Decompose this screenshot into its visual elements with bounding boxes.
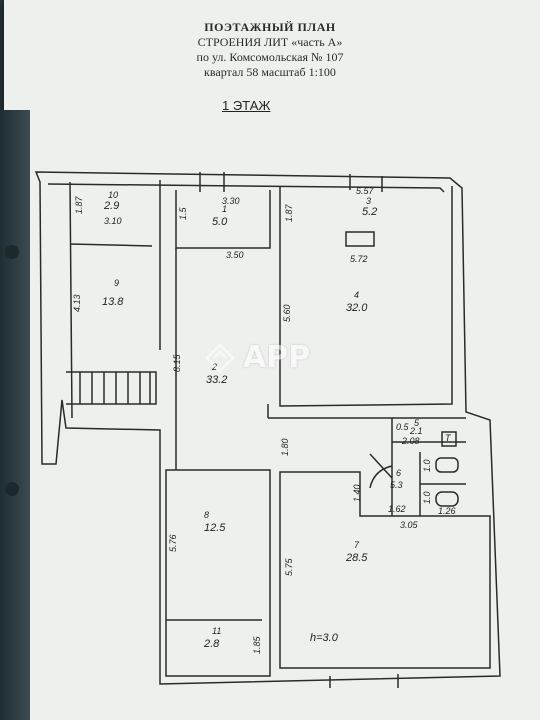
room-number: 10 (108, 190, 119, 200)
room-number: 1 (222, 204, 228, 214)
dimension: 1.0 (422, 491, 432, 504)
toilet (435, 491, 459, 507)
binder-hole (5, 245, 19, 259)
inner-outer-wall (47, 183, 445, 193)
floor-label: 1 ЭТАЖ (222, 98, 271, 113)
dimension: 5.75 (284, 558, 294, 576)
dimension: 5.57 (356, 186, 374, 196)
stair (66, 371, 157, 405)
wall-room-1 (175, 190, 271, 249)
room-number: 7 (354, 540, 360, 550)
wall-room-10 (69, 180, 161, 419)
dimension: 5.76 (168, 534, 178, 552)
wall-corridor (175, 248, 384, 470)
dimension: 3.10 (104, 216, 122, 226)
room-number: 9 (114, 278, 120, 288)
dimension: 5.72 (350, 254, 368, 264)
room-number: 4 (354, 290, 360, 300)
room-area: 13.8 (102, 296, 124, 308)
wall-room-8 (165, 469, 271, 677)
dimension: 4.13 (72, 294, 82, 312)
room-area: 33.2 (206, 374, 228, 386)
room-number: 11 (212, 626, 222, 636)
document-title: ПОЭТАЖНЫЙ ПЛАН (204, 20, 336, 34)
room-area: 5.2 (362, 206, 378, 218)
address-line: по ул. Комсомольская № 107 (196, 50, 344, 64)
dimension: 3.05 (400, 520, 418, 530)
sink (435, 457, 459, 473)
dimension: 1.26 (438, 506, 456, 516)
photo-background-edge (0, 110, 30, 720)
room-area: 12.5 (204, 522, 226, 534)
dimension: 1.80 (280, 438, 290, 456)
room-area: 28.5 (346, 552, 368, 564)
dimension: 3.50 (226, 250, 244, 260)
dimension: 1.40 (352, 484, 362, 502)
dimension: 1.5 (178, 207, 188, 220)
building-line: СТРОЕНИЯ ЛИТ «часть А» (197, 35, 343, 49)
dimension: 1.0 (422, 459, 432, 472)
room-number: 3 (366, 196, 372, 206)
dimension: 8.15 (172, 354, 182, 372)
dimension: 1.62 (388, 504, 406, 514)
stair-steps (79, 372, 151, 404)
room-area: 2.9 (104, 200, 120, 212)
window-marks (199, 172, 399, 688)
wall-room-7 (279, 471, 491, 669)
wall-bath (384, 417, 466, 516)
dimension: 1.87 (284, 204, 294, 222)
room-area: 2.1 (410, 426, 423, 436)
quarter-scale-line: квартал 58 масштаб 1:100 (204, 65, 336, 79)
dimension: 1.87 (74, 196, 84, 214)
room-number: 8 (204, 510, 210, 520)
binder-hole (5, 482, 19, 496)
room-area: 32.0 (346, 302, 368, 314)
door-swing (369, 453, 393, 489)
outer-wall (34, 171, 501, 685)
dimension: 1.85 (252, 636, 262, 654)
watermark: APP (205, 340, 310, 375)
wall-room-4 (279, 186, 453, 407)
watermark-logo-icon (205, 342, 235, 373)
counter (345, 231, 375, 247)
wc-symbol: T (445, 433, 451, 443)
ceiling-height: h=3.0 (310, 632, 338, 644)
room-number: 5 (414, 418, 420, 428)
dimension: 3.30 (222, 196, 240, 206)
room-area: 5.0 (212, 216, 228, 228)
watermark-text: APP (243, 340, 311, 375)
document-header: ПОЭТАЖНЫЙ ПЛАН СТРОЕНИЯ ЛИТ «часть А» по… (150, 20, 390, 80)
wc-box (441, 431, 457, 447)
dimension: 5.60 (282, 304, 292, 322)
dimension: 2.08 (402, 436, 420, 446)
plan-sheet (4, 0, 540, 720)
room-number: 6 (396, 468, 402, 478)
room-number: 2 (212, 362, 218, 372)
dimension: 0.5 (396, 422, 409, 432)
room-area: 5.3 (390, 480, 403, 490)
room-area: 2.8 (204, 638, 220, 650)
